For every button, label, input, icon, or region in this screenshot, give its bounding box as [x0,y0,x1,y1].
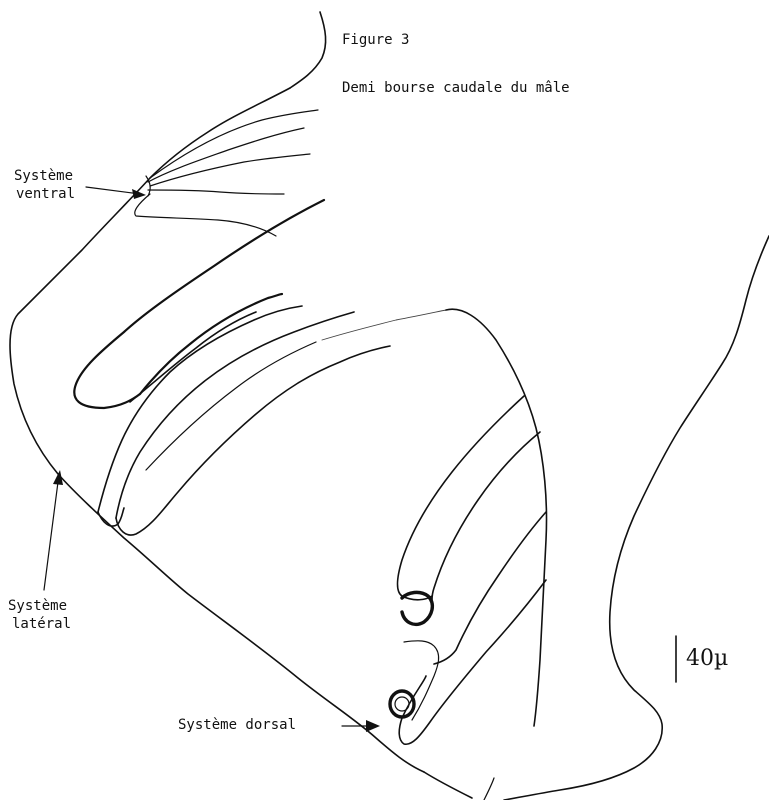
dorsal-lobe-rim [322,310,446,340]
lateral-ray-1 [140,294,282,394]
figure-caption: Demi bourse caudale du mâle [342,80,570,97]
ventral-ray-3 [148,190,284,194]
dorsal-ray-1 [398,396,525,600]
lateral-label-line1: Système [8,598,67,615]
papilla-lower [390,691,414,717]
lateral-arrow-line [44,482,58,590]
lateral-label-line2: latéral [12,616,71,633]
tail-tip-outline [290,12,326,88]
ventral-ray-4 [135,194,276,236]
ventral-label-line1: Système [14,168,73,185]
bursa-upper-rim [150,110,318,178]
lateral-ray-2 [130,312,256,402]
dorsal-ray-4 [399,580,546,744]
ventral-ray-1 [148,128,304,182]
body-outline [504,236,769,800]
lateral-arrow-head [53,470,63,485]
lateral-lobe-upper [74,200,324,408]
dorsal-lobe-contour [446,309,547,726]
dorsal-arrow-head [366,720,380,732]
body-outline-inner [484,778,494,800]
dorsal-ray-3 [434,512,546,664]
bursa-lower-contour [424,772,472,798]
papilla-lower-inner [395,697,409,711]
lateral-ray-3-inner [116,312,354,518]
dorsal-ray-2 [432,432,540,600]
scale-bar-label: 40µ [686,646,728,671]
ventral-label-line2: ventral [16,186,75,203]
figure-title: Figure 3 [342,32,409,49]
ventral-arrow-line [86,187,140,194]
dorsal-label: Système dorsal [178,717,296,734]
dorsal-ray-5 [404,641,439,720]
